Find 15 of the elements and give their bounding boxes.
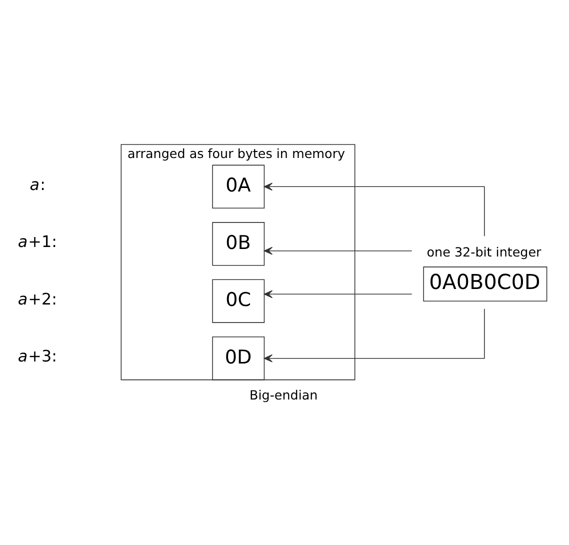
node-box: 0D	[212, 336, 265, 380]
node-box: 0B	[212, 222, 265, 266]
arrow	[264, 246, 412, 255]
arrow	[264, 182, 485, 236]
arrow	[264, 308, 485, 362]
arrow	[264, 290, 412, 298]
node-box: 0C	[212, 279, 265, 323]
label: a+1:	[18, 232, 57, 252]
caption: Big-endian	[250, 388, 318, 403]
label: a+2:	[18, 289, 57, 308]
label: a+3:	[18, 346, 57, 366]
node-label: one 32-bit integer	[426, 244, 542, 260]
node-box: 0A0B0C0D	[423, 266, 548, 302]
node-box: 0A	[212, 164, 265, 209]
label: a:	[30, 174, 46, 194]
